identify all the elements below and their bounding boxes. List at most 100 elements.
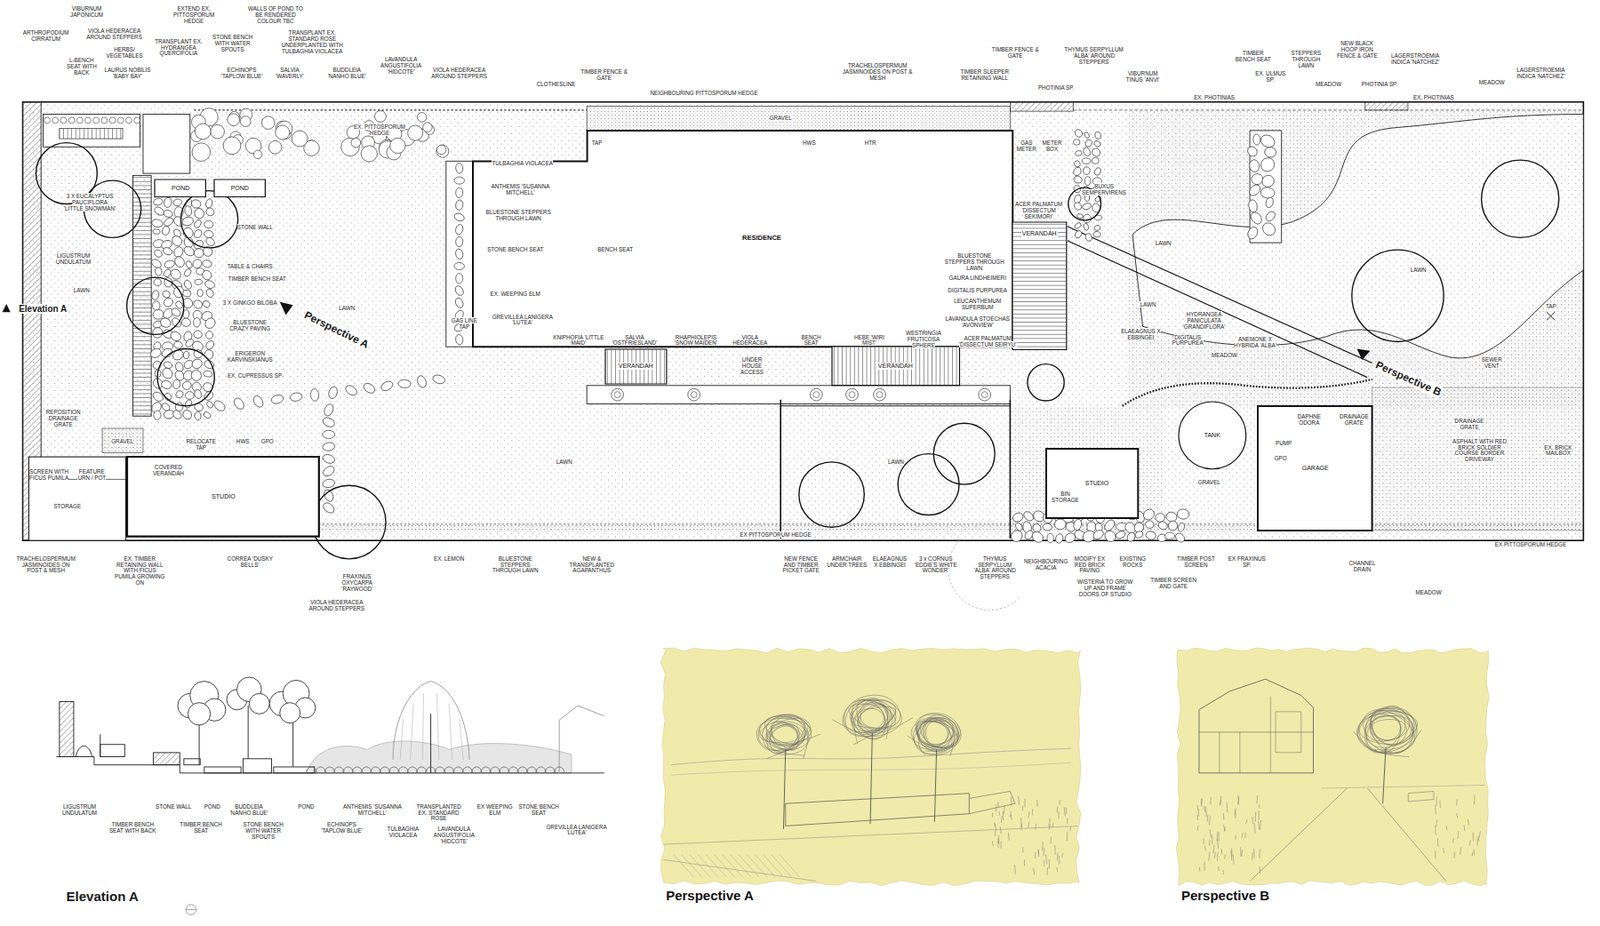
label-text: EX. PITTOSPORUM HEDGE <box>353 123 406 136</box>
stone <box>455 248 464 260</box>
stone <box>1022 510 1036 523</box>
pencil-stroke <box>1059 800 1061 805</box>
pencil-stroke <box>1439 800 1441 809</box>
label-text: ANEMONE X HYBRIDA 'ALBA' <box>1233 336 1277 349</box>
plant-label: LAWN <box>1132 302 1163 309</box>
label-text: KNIPHOFIA 'LITTLE MAID' <box>552 334 604 347</box>
label-text: STONE BENCH SEAT <box>487 246 544 253</box>
label-text: LAVANDULA STOECHAS 'AVONVIEW' <box>945 315 1010 328</box>
box-outline <box>1046 448 1138 519</box>
label-text: LEUCANTHEMUM SUPERBUM <box>953 297 1001 311</box>
pencil-stroke <box>1204 846 1206 852</box>
pencil-stroke <box>1472 849 1475 856</box>
pencil-stroke <box>1196 805 1199 810</box>
plant-label: VIOLA HEDERACEA AROUND STEPPERS <box>305 600 368 613</box>
stone <box>192 207 206 221</box>
label-text: LIGUSTRUM UNDULATUM <box>62 803 97 816</box>
pencil-stroke <box>760 716 808 760</box>
pencil-stroke <box>763 855 784 878</box>
shrub <box>423 122 433 133</box>
pencil-stroke <box>1209 797 1211 805</box>
label-text: WISTERIA TO GROW UP AND FRAME DOORS OF S… <box>1077 578 1133 598</box>
label-text: EX. BRICK MAILBOX <box>1544 444 1572 457</box>
label-text: TRANSPLANT EX. HYDRANGEA QUERCIFOLIA <box>154 38 202 57</box>
plant-label: BLUESTONE CRAZY PAVING <box>225 320 275 333</box>
stone <box>1144 520 1155 529</box>
pencil-stroke <box>1022 848 1024 854</box>
node-label: VERANDAH <box>877 362 914 370</box>
pencil-stroke <box>1220 796 1222 806</box>
label-text: DRAINAGE GRATE <box>1339 413 1369 426</box>
plant-label: STEPPERS THROUGH LAWN <box>1288 50 1324 70</box>
pencil-stroke <box>1437 839 1440 848</box>
stone <box>192 218 202 229</box>
stone <box>152 205 166 217</box>
verandah-deck: VERANDAH <box>832 346 960 386</box>
plant-label: 3 X EUCALYPTUS PAUCIFLORA 'LITTLE SNOWMA… <box>62 193 118 213</box>
label-text: LAURUS NOBILIS 'BABY BAY' <box>104 66 151 80</box>
pencil-stroke <box>1435 820 1438 828</box>
shrub <box>194 123 211 140</box>
pencil-stroke <box>1048 859 1050 869</box>
plant-label: TAP <box>1540 304 1561 311</box>
plant-label: MEADOW <box>1476 80 1507 87</box>
plant-label: GRAVEL <box>107 439 138 446</box>
plant-label: LAWN <box>331 305 362 312</box>
pencil-stroke <box>1216 832 1218 842</box>
shrub-profile <box>324 767 335 774</box>
pencil-stroke <box>681 855 703 878</box>
plant-label: 3 x CORNUS 'EDDIE'S WHITE WONDER' <box>912 556 960 576</box>
plant-label: EX PITTOSPORUM HEDGE <box>1480 542 1583 549</box>
shrub <box>408 125 424 141</box>
stone <box>1144 530 1157 542</box>
plant-label: HEBE 'WIRI MIST' <box>847 335 893 348</box>
stones-and-shrubs <box>44 108 1279 545</box>
pencil-stroke <box>1200 799 1203 806</box>
pencil-stroke <box>1035 824 1037 831</box>
stone <box>168 329 183 344</box>
shrub <box>44 117 51 124</box>
site-plan <box>23 102 1584 611</box>
plant-label: VIOLA HEDERACEA AROUND STEPPERS <box>84 28 144 41</box>
stone <box>163 196 173 208</box>
plant-label: DRAINAGE GRATE <box>1452 418 1488 432</box>
label-text: RHAPHIOLEPIS 'SNOW MAIDEN' <box>674 334 718 347</box>
stone <box>1090 146 1103 159</box>
stone <box>153 410 162 421</box>
plant-label: TABLE & CHAIRS <box>219 264 281 271</box>
stone <box>321 501 336 516</box>
label-text: BLUESTONE STEPPERS THROUGH LAWN <box>492 555 539 575</box>
label-text: HWS <box>802 139 816 146</box>
plant-label: STONE WALL <box>152 804 194 811</box>
stone <box>1248 209 1264 226</box>
pencil-stroke <box>1446 826 1448 832</box>
stone <box>455 199 464 211</box>
stone <box>455 162 464 174</box>
pencil-stroke <box>1203 862 1205 872</box>
node-outline <box>1178 650 1488 884</box>
elevation-drawing <box>56 677 604 915</box>
pencil-stroke <box>907 717 961 756</box>
box-outline <box>154 179 206 198</box>
plant-symbol <box>614 392 621 399</box>
plant-label: EX. PITTOSPORUM HEDGE <box>349 124 411 137</box>
pencil-stroke <box>1453 852 1456 859</box>
label-text: LAVANDULA ANGUSTIFOLIA 'HIDCOTE' <box>380 56 422 75</box>
pencil-stroke <box>1050 837 1053 845</box>
stone <box>310 388 320 401</box>
pencil-sketch <box>663 696 1079 882</box>
label-text: GREVILLEA LANIGERA 'LUTEA' <box>492 313 553 327</box>
label-text: TRACHELOSPERMUM JASMINOIDES ON POST & ME… <box>842 62 913 81</box>
plant-label: LAVANDULA ANGUSTIFOLIA 'HIDCOTE' <box>428 826 480 846</box>
plant-label: GREVILLEA LANIGERA 'LUTEA' <box>545 824 608 838</box>
pencil-stroke <box>771 855 792 878</box>
label-text: TIMBER FENCE & GATE <box>992 46 1040 59</box>
label-text: ANTHEMIS 'SUSANNA MITCHELL' <box>343 803 402 816</box>
node-label: STUDIO <box>210 493 236 501</box>
pencil-stroke <box>1221 848 1224 855</box>
pencil-stroke <box>1254 824 1256 834</box>
stone <box>1091 528 1105 542</box>
stone <box>1167 520 1179 533</box>
label-text: REPOSITION DRAINAGE GRATE <box>46 408 81 428</box>
label-text: PHOTINIA SP. <box>1361 80 1398 88</box>
